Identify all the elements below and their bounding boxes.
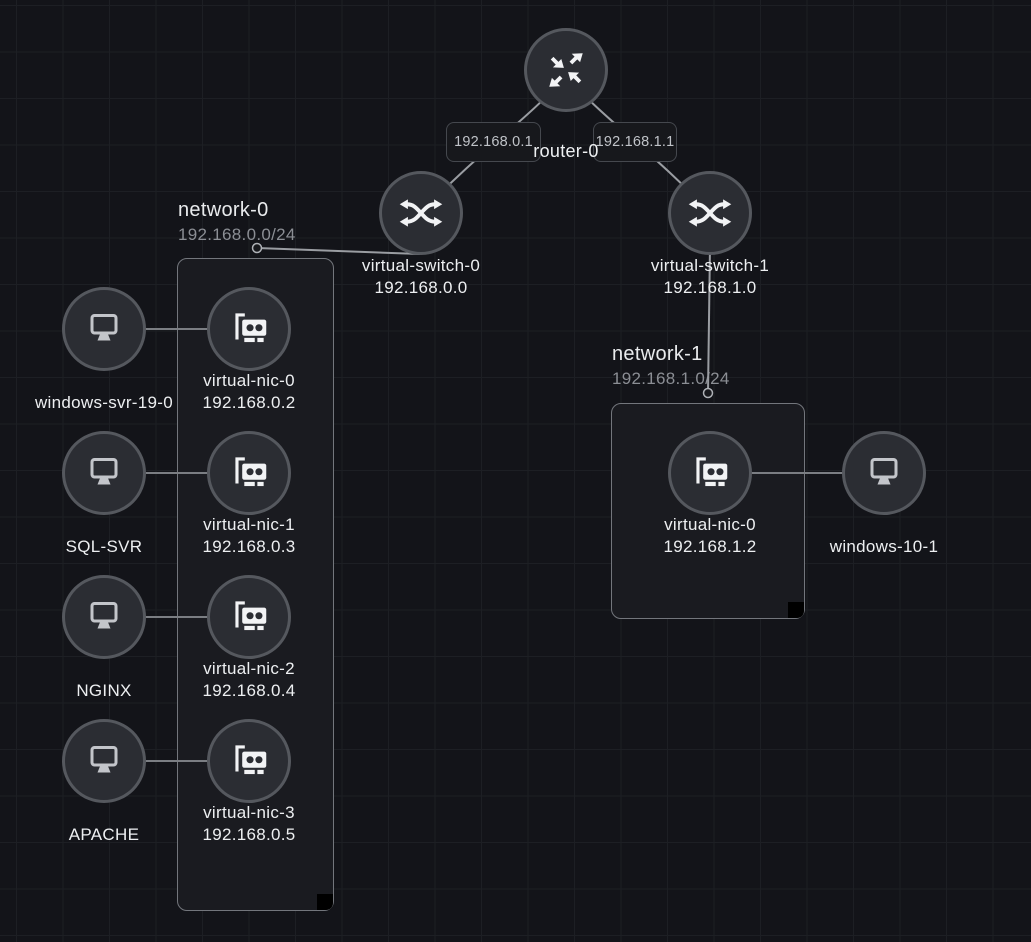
- nic-ip: 192.168.0.3: [202, 537, 296, 556]
- monitor-icon: [862, 451, 906, 495]
- nic-name: virtual-nic-0: [203, 371, 295, 390]
- edge-switch-0-to-network-0[interactable]: [256, 247, 421, 255]
- nic-name: virtual-nic-3: [203, 803, 295, 822]
- monitor-icon: [82, 595, 126, 639]
- node-apache[interactable]: [62, 719, 146, 803]
- interface-ip-badge: 192.168.1.1: [593, 122, 677, 162]
- switch-1-label: virtual-switch-1 192.168.1.0: [600, 255, 820, 299]
- network-name: network-0: [178, 199, 269, 221]
- node-network-0-virtual-nic-0[interactable]: [207, 287, 291, 371]
- node-network-0-virtual-nic-2[interactable]: [207, 575, 291, 659]
- node-network-1-virtual-nic-0[interactable]: [668, 431, 752, 515]
- network-card-icon: [687, 450, 733, 496]
- network-cidr: 192.168.1.0/24: [612, 369, 730, 388]
- network-card-icon: [226, 738, 272, 784]
- network-cidr: 192.168.0.0/24: [178, 225, 296, 244]
- nic-ip: 192.168.0.2: [202, 393, 296, 412]
- switch-arrows-icon: [686, 189, 734, 237]
- network-1-box[interactable]: [611, 403, 805, 619]
- nic-label: virtual-nic-0 192.168.1.2: [600, 514, 820, 558]
- node-sql-svr[interactable]: [62, 431, 146, 515]
- monitor-icon: [82, 307, 126, 351]
- nic-label: virtual-nic-3 192.168.0.5: [139, 802, 359, 846]
- network-1-title: network-1 192.168.1.0/24: [612, 342, 730, 390]
- nic-name: virtual-nic-0: [664, 515, 756, 534]
- machine-label: windows-svr-19-0: [34, 393, 173, 412]
- node-network-0-virtual-nic-1[interactable]: [207, 431, 291, 515]
- node-nginx[interactable]: [62, 575, 146, 659]
- switch-name: virtual-switch-0: [361, 256, 481, 275]
- node-virtual-switch-1[interactable]: [668, 171, 752, 255]
- network-1-resize-handle[interactable]: [788, 602, 804, 618]
- node-windows-svr-19-0[interactable]: [62, 287, 146, 371]
- network-card-icon: [226, 450, 272, 496]
- switch-name: virtual-switch-1: [650, 256, 770, 275]
- nic-ip: 192.168.1.2: [663, 537, 757, 556]
- machine-label: SQL-SVR: [65, 537, 143, 556]
- node-windows-10-1[interactable]: [842, 431, 926, 515]
- network-name: network-1: [612, 343, 703, 365]
- machine-label: windows-10-1: [829, 537, 939, 556]
- monitor-icon: [82, 739, 126, 783]
- interface-ip-badge: 192.168.0.1: [446, 122, 541, 162]
- crossing-arrows-icon: [543, 47, 589, 93]
- switch-ip: 192.168.0.0: [374, 278, 468, 297]
- monitor-icon: [82, 451, 126, 495]
- nic-ip: 192.168.0.5: [202, 825, 296, 844]
- node-router-0[interactable]: [524, 28, 608, 112]
- node-network-0-virtual-nic-3[interactable]: [207, 719, 291, 803]
- switch-0-label: virtual-switch-0 192.168.0.0: [311, 255, 531, 299]
- nic-name: virtual-nic-2: [203, 659, 295, 678]
- node-virtual-switch-0[interactable]: [379, 171, 463, 255]
- switch-arrows-icon: [397, 189, 445, 237]
- machine-label: APACHE: [68, 825, 140, 844]
- network-0-title: network-0 192.168.0.0/24: [178, 198, 296, 246]
- nic-label: virtual-nic-2 192.168.0.4: [139, 658, 359, 702]
- network-card-icon: [226, 594, 272, 640]
- switch-ip: 192.168.1.0: [663, 278, 757, 297]
- nic-label: virtual-nic-0 192.168.0.2: [139, 370, 359, 414]
- nic-ip: 192.168.0.4: [202, 681, 296, 700]
- network-card-icon: [226, 306, 272, 352]
- machine-label: NGINX: [76, 681, 132, 700]
- nic-label: virtual-nic-1 192.168.0.3: [139, 514, 359, 558]
- router-label: router-0: [533, 141, 599, 161]
- network-0-resize-handle[interactable]: [317, 894, 333, 910]
- nic-name: virtual-nic-1: [203, 515, 295, 534]
- edge-switch-1-to-network-1[interactable]: [707, 245, 711, 394]
